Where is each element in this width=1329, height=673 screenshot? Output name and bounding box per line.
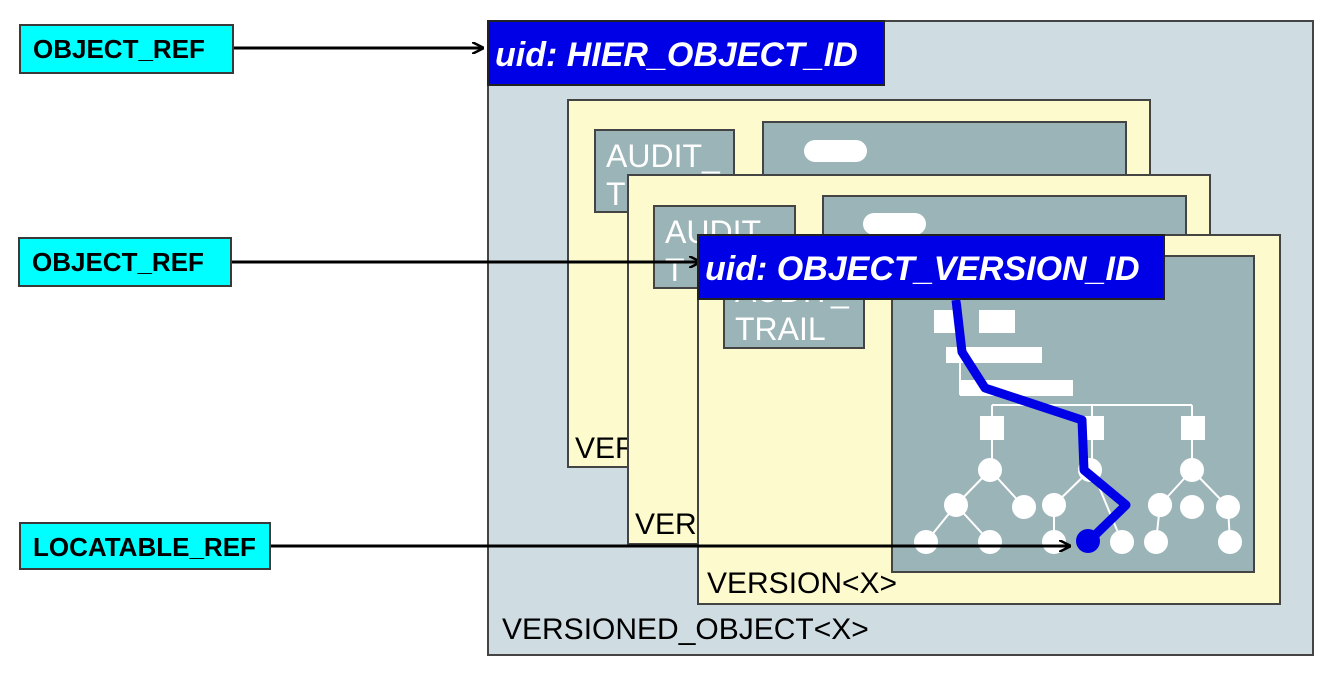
hier-object-id-label: uid: HIER_OBJECT_ID <box>487 20 885 86</box>
version-back-label: VER <box>575 432 632 465</box>
object-ref-box-middle: OBJECT_REF <box>18 237 232 287</box>
locatable-ref-box: LOCATABLE_REF <box>19 522 271 570</box>
locatable-path-line <box>951 299 1131 544</box>
object-ref-box-top: OBJECT_REF <box>19 24 234 74</box>
version-front-label: VERSION<X> <box>707 567 898 600</box>
version-middle-label: VERS <box>635 508 697 541</box>
object-version-id-label: uid: OBJECT_VERSION_ID <box>697 234 1165 300</box>
located-node <box>1076 529 1100 553</box>
versioned-object-label: VERSIONED_OBJECT<X> <box>502 613 869 646</box>
audit-line-1: AUDIT_ <box>606 138 720 174</box>
version-middle-root-node <box>863 213 926 235</box>
audit-line-2: TRAIL <box>735 311 826 347</box>
version-back-root-node <box>804 140 867 162</box>
audit-line-2: T <box>606 176 626 212</box>
